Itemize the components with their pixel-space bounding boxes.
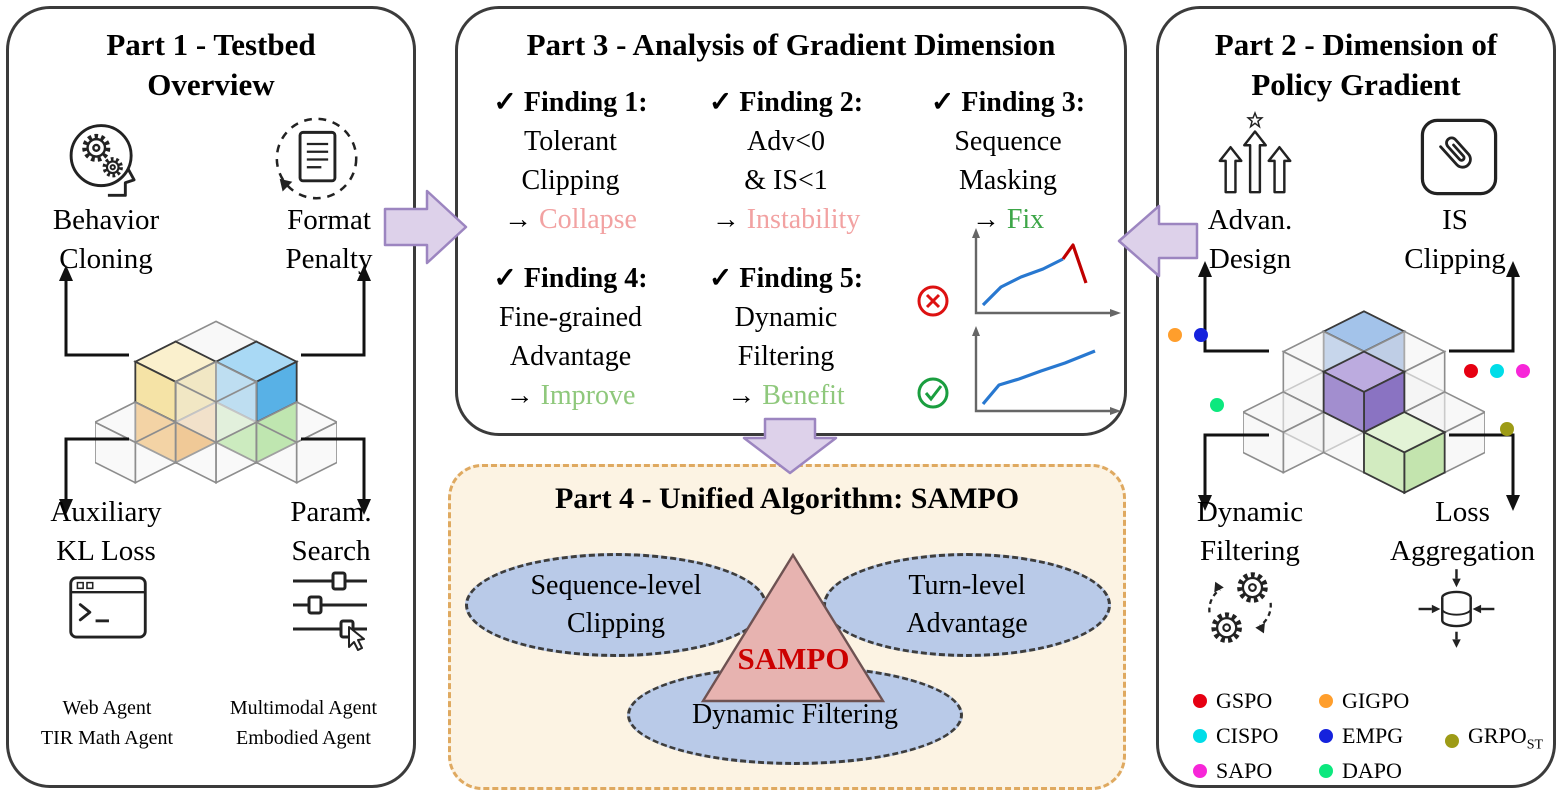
panel-part2-policy-gradient: Part 2 - Dimension of Policy Gradient Ad… bbox=[1156, 6, 1556, 788]
label-advantage-design: Advan. Design bbox=[1207, 204, 1293, 275]
label-behavior-cloning: Behavior Cloning bbox=[52, 204, 160, 275]
ellipse-dynamic-filtering: Dynamic Filtering bbox=[627, 665, 963, 765]
paperclip-icon bbox=[1415, 113, 1503, 206]
advantage-arrows-icon bbox=[1211, 111, 1299, 206]
label-auxiliary-kl-loss: Auxiliary KL Loss bbox=[50, 496, 162, 567]
gradient-dimension-cubes-illustration bbox=[1241, 301, 1487, 500]
dot-grpo-st bbox=[1500, 422, 1514, 436]
finding-5-title: ✓ Finding 5: bbox=[708, 263, 864, 294]
legend-sapo: SAPO bbox=[1193, 758, 1272, 784]
document-refresh-icon bbox=[271, 113, 363, 210]
dot-dapo bbox=[1210, 398, 1224, 412]
check-mark-icon bbox=[917, 377, 949, 409]
dot-empg bbox=[1194, 328, 1208, 342]
label-is-clipping: IS Clipping bbox=[1404, 204, 1506, 275]
finding-3-result: → Fix bbox=[971, 204, 1045, 235]
label-param-search: Param. Search bbox=[290, 496, 372, 567]
gears-cycle-icon bbox=[1198, 563, 1284, 662]
finding-4-title: ✓ Finding 4: bbox=[493, 263, 648, 294]
finding-1: ✓ Finding 1: Tolerant Clipping → Collaps… bbox=[463, 83, 678, 239]
testbed-cubes-illustration bbox=[93, 311, 339, 490]
brain-gears-icon bbox=[61, 113, 149, 210]
finding-5: ✓ Finding 5: Dynamic Filtering → Benefit bbox=[676, 259, 896, 415]
dot-sapo bbox=[1516, 364, 1530, 378]
finding-4-result: → Improve bbox=[505, 380, 636, 411]
legend-dot-gspo bbox=[1193, 694, 1207, 708]
part4-title: Part 4 - Unified Algorithm: SAMPO bbox=[554, 482, 1020, 515]
panel-part1-testbed-overview: Part 1 - Testbed Overview bbox=[6, 6, 416, 788]
finding-5-result: → Benefit bbox=[727, 380, 845, 411]
finding-2-result: → Instability bbox=[711, 204, 861, 235]
label-dynamic-filtering: Dynamic Filtering bbox=[1196, 496, 1304, 567]
dot-cispo bbox=[1490, 364, 1504, 378]
legend-dot-sapo bbox=[1193, 764, 1207, 778]
part3-title: Part 3 - Analysis of Gradient Dimension bbox=[526, 27, 1056, 62]
sampo-label: SAMPO bbox=[737, 641, 850, 676]
legend-dot-dapo bbox=[1319, 764, 1333, 778]
finding-2-title: ✓ Finding 2: bbox=[708, 87, 864, 118]
finding-4: ✓ Finding 4: Fine-grained Advantage → Im… bbox=[463, 259, 678, 415]
part1-title: Part 1 - Testbed Overview bbox=[106, 27, 316, 102]
panel-part3-analysis: Part 3 - Analysis of Gradient Dimension … bbox=[455, 6, 1127, 436]
legend-empg: EMPG bbox=[1319, 723, 1403, 749]
parameter-sliders-icon bbox=[285, 561, 375, 660]
finding-3: ✓ Finding 3: Sequence Masking → Fix bbox=[898, 83, 1118, 239]
panel-part4-sampo: Part 4 - Unified Algorithm: SAMPO Sequen… bbox=[448, 464, 1126, 790]
legend-grpo-st: GRPOST bbox=[1445, 723, 1543, 758]
cross-mark-icon bbox=[917, 285, 949, 317]
legend-dot-grpo-st bbox=[1445, 733, 1459, 748]
footer-web-tir-agents: Web Agent TIR Math Agent bbox=[40, 697, 174, 749]
finding-1-result: → Collapse bbox=[504, 204, 637, 235]
footer-multimodal-embodied-agents: Multimodal Agent Embodied Agent bbox=[229, 697, 378, 749]
dot-gigpo bbox=[1168, 328, 1182, 342]
database-aggregation-icon bbox=[1411, 565, 1501, 658]
part2-title: Part 2 - Dimension of Policy Gradient bbox=[1214, 27, 1498, 102]
training-curve-charts bbox=[883, 221, 1133, 441]
finding-2: ✓ Finding 2: Adv<0 & IS<1 → Instability bbox=[676, 83, 896, 239]
legend-gigpo: GIGPO bbox=[1319, 688, 1409, 714]
legend-dapo: DAPO bbox=[1319, 758, 1402, 784]
label-loss-aggregation: Loss Aggregation bbox=[1390, 496, 1535, 567]
finding-3-title: ✓ Finding 3: bbox=[930, 87, 1086, 118]
legend-cispo: CISPO bbox=[1193, 723, 1278, 749]
label-format-penalty: Format Penalty bbox=[285, 204, 373, 275]
legend-dot-empg bbox=[1319, 729, 1333, 743]
legend-dot-cispo bbox=[1193, 729, 1207, 743]
finding-1-title: ✓ Finding 1: bbox=[493, 87, 648, 118]
legend-gspo: GSPO bbox=[1193, 688, 1272, 714]
terminal-window-icon bbox=[65, 565, 151, 654]
legend-dot-gigpo bbox=[1319, 694, 1333, 708]
